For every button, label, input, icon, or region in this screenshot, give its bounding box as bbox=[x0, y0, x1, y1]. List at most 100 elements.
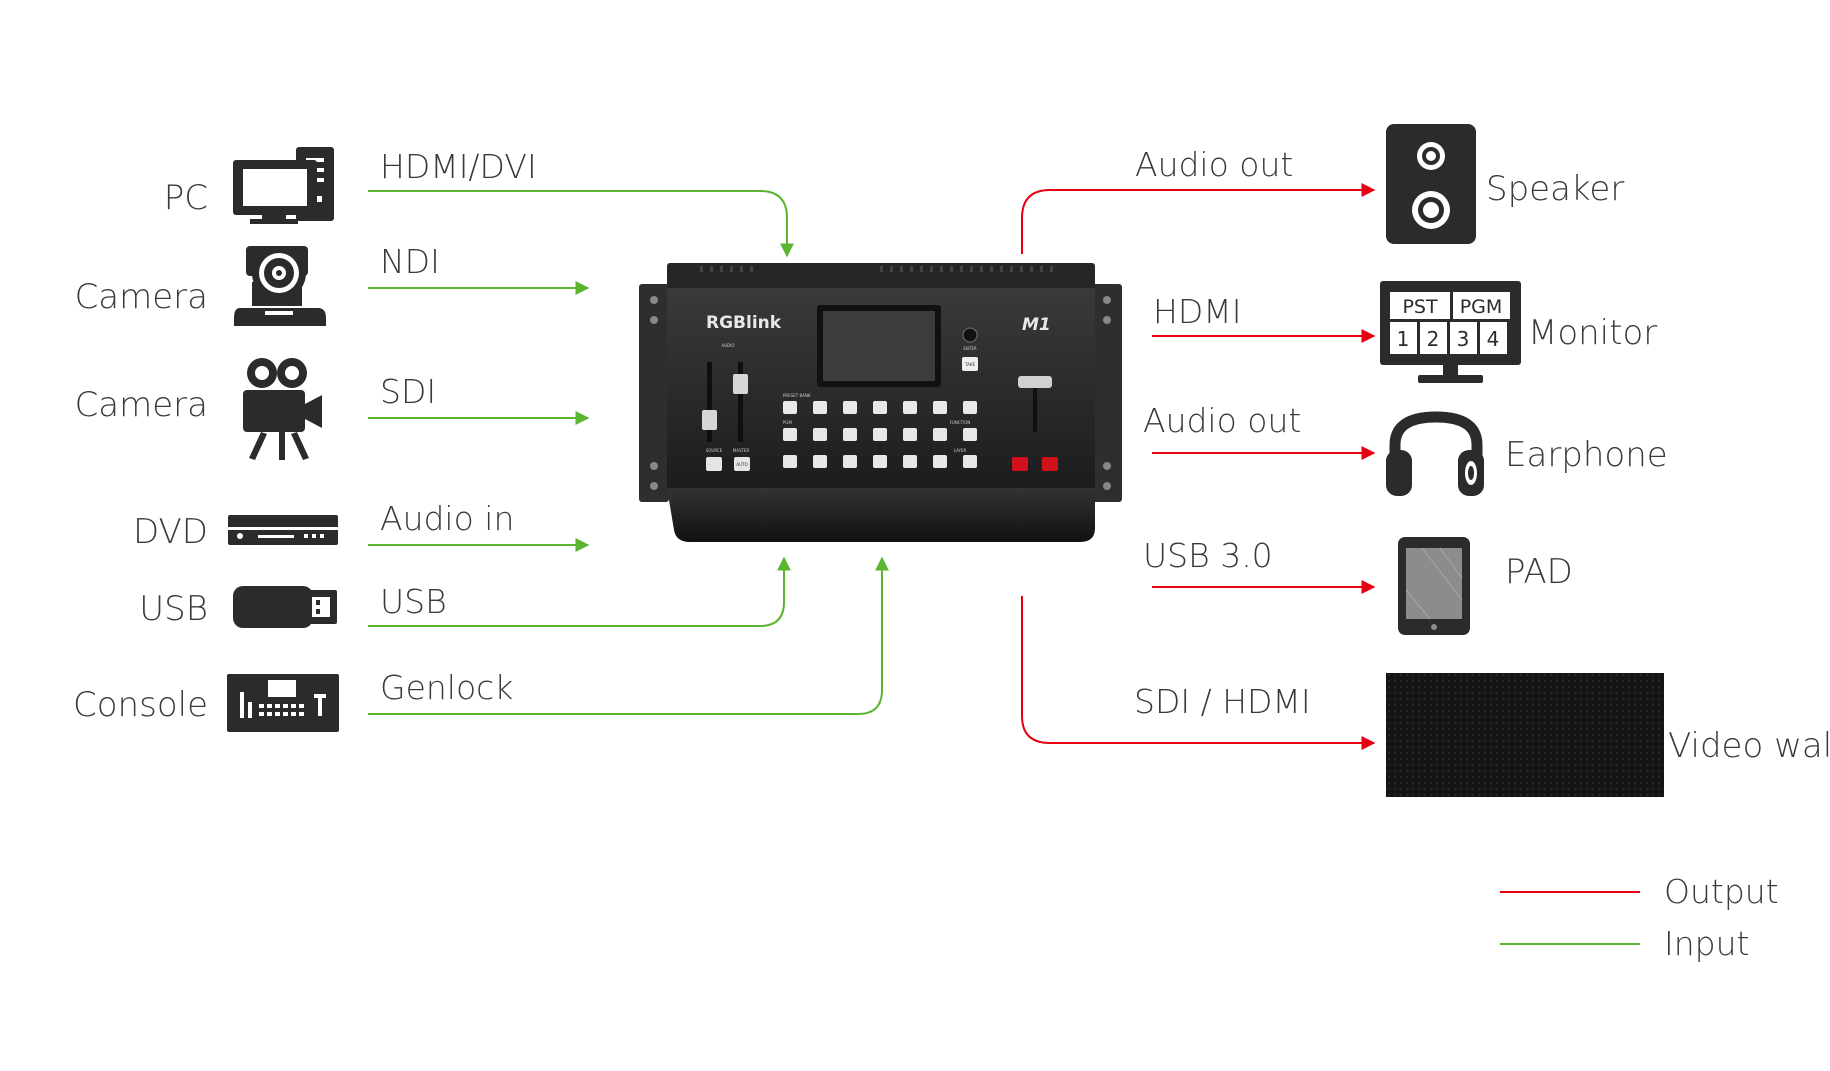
pgm-label: PGM bbox=[783, 420, 793, 425]
audio-out-speaker-line bbox=[1021, 183, 1376, 254]
usb-drive-icon bbox=[233, 586, 337, 628]
hdmi-dvi-line bbox=[368, 190, 794, 258]
output-signal-label-hdmi: HDMI bbox=[1153, 292, 1241, 331]
audio-button-1[interactable] bbox=[706, 457, 722, 471]
output-signal-label-usb3: USB 3.0 bbox=[1143, 536, 1273, 575]
function-button[interactable] bbox=[933, 428, 947, 441]
pgm-button[interactable] bbox=[843, 428, 857, 441]
input-device-label-camera-sdi: Camera bbox=[75, 385, 208, 425]
input-device-label-pc: PC bbox=[164, 178, 208, 218]
pst-button[interactable] bbox=[873, 455, 887, 468]
input-signal-label-audio-in: Audio in bbox=[380, 499, 514, 538]
preset-button[interactable] bbox=[813, 401, 827, 414]
output-signal-label-audio-out-speaker: Audio out bbox=[1135, 145, 1293, 184]
auto-button[interactable] bbox=[734, 457, 750, 471]
monitor-window-3-label: 3 bbox=[1457, 327, 1470, 351]
output-connections bbox=[1021, 183, 1376, 750]
enter-knob[interactable] bbox=[962, 327, 978, 343]
genlock-line bbox=[368, 556, 889, 715]
audio-label: AUDIO bbox=[721, 343, 734, 348]
output-device-label-video-wall: Video wall bbox=[1668, 726, 1830, 766]
t-bar-slot bbox=[1033, 378, 1037, 432]
input-device-label-camera-ndi: Camera bbox=[75, 277, 208, 317]
preset-button[interactable] bbox=[873, 401, 887, 414]
input-device-label-dvd: DVD bbox=[133, 512, 208, 552]
auto-label: AUTO bbox=[736, 462, 747, 467]
lcd-screen bbox=[823, 311, 935, 381]
input-device-label-usb: USB bbox=[139, 589, 208, 629]
input-labels: PC HDMI/DVI Camera NDI Camera SDI DVD Au… bbox=[73, 147, 537, 725]
legend: Output Input bbox=[1500, 872, 1779, 963]
pst-button[interactable] bbox=[843, 455, 857, 468]
preset-button[interactable] bbox=[933, 401, 947, 414]
input-device-label-console: Console bbox=[73, 685, 208, 725]
monitor-icon: PST PGM 1 2 3 4 bbox=[1380, 281, 1521, 383]
pst-button-row bbox=[783, 455, 977, 468]
legend-output-label: Output bbox=[1664, 872, 1779, 911]
input-signal-label-genlock: Genlock bbox=[380, 668, 513, 707]
preset-button[interactable] bbox=[903, 401, 917, 414]
input-signal-label-hdmi-dvi: HDMI/DVI bbox=[380, 147, 537, 186]
output-device-label-earphone: Earphone bbox=[1505, 435, 1668, 475]
output-device-label-monitor: Monitor bbox=[1528, 313, 1657, 353]
cut-button[interactable] bbox=[1012, 457, 1028, 471]
brand-logo: RGBlink bbox=[706, 313, 782, 333]
right-rack-ear bbox=[1092, 284, 1122, 502]
pgm-button[interactable] bbox=[903, 428, 917, 441]
preset-button-row bbox=[783, 401, 977, 414]
monitor-window-2-label: 2 bbox=[1427, 327, 1440, 351]
input-signal-label-usb: USB bbox=[380, 582, 447, 621]
input-signal-label-sdi: SDI bbox=[380, 372, 436, 411]
pc-icon bbox=[233, 147, 334, 224]
source-fader-slot bbox=[707, 362, 712, 442]
monitor-pgm-label: PGM bbox=[1460, 296, 1503, 318]
take-button[interactable] bbox=[962, 357, 978, 371]
pgm-button-row bbox=[783, 428, 977, 441]
auto-take-button[interactable] bbox=[1042, 457, 1058, 471]
function-label: FUNCTION bbox=[950, 420, 971, 425]
tablet-icon bbox=[1398, 537, 1470, 635]
take-label: TAKE bbox=[964, 362, 975, 367]
pst-button[interactable] bbox=[783, 455, 797, 468]
sdi-hdmi-output-line bbox=[1021, 596, 1376, 750]
left-rack-ear bbox=[639, 284, 669, 502]
usb-input-line bbox=[368, 556, 791, 627]
t-bar-handle[interactable] bbox=[1018, 376, 1052, 388]
pgm-button[interactable] bbox=[813, 428, 827, 441]
output-labels: Audio out Speaker HDMI Monitor Audio out… bbox=[1134, 145, 1830, 766]
ptz-camera-icon bbox=[234, 246, 326, 326]
pst-button[interactable] bbox=[903, 455, 917, 468]
master-fader-knob[interactable] bbox=[733, 374, 748, 394]
layer-button[interactable] bbox=[933, 455, 947, 468]
output-device-label-speaker: Speaker bbox=[1486, 169, 1624, 209]
preset-button[interactable] bbox=[963, 401, 977, 414]
console-icon bbox=[227, 674, 339, 732]
function-button[interactable] bbox=[963, 428, 977, 441]
led-wall-icon bbox=[1386, 673, 1664, 797]
master-label: MASTER bbox=[733, 448, 750, 453]
preset-button[interactable] bbox=[843, 401, 857, 414]
dvd-player-icon bbox=[228, 515, 338, 545]
pst-button[interactable] bbox=[813, 455, 827, 468]
front-lip bbox=[667, 488, 1095, 542]
input-connections bbox=[368, 190, 889, 715]
pgm-button[interactable] bbox=[783, 428, 797, 441]
layer-button[interactable] bbox=[963, 455, 977, 468]
master-fader-slot bbox=[738, 362, 743, 442]
preset-button[interactable] bbox=[783, 401, 797, 414]
rgblink-m1-switcher: RGBlink M1 ENTER TAKE AUDIO SOURCE MASTE… bbox=[639, 263, 1122, 542]
legend-input-label: Input bbox=[1664, 924, 1749, 963]
source-fader-knob[interactable] bbox=[702, 410, 717, 430]
layer-label: LAYER bbox=[954, 448, 967, 453]
enter-label: ENTER bbox=[963, 346, 976, 351]
monitor-window-4-label: 4 bbox=[1487, 327, 1500, 351]
pgm-button[interactable] bbox=[873, 428, 887, 441]
preset-bank-label: PRESET BANK bbox=[783, 393, 811, 398]
model-logo: M1 bbox=[1022, 315, 1051, 335]
source-label: SOURCE bbox=[706, 448, 723, 453]
output-signal-label-sdi-hdmi: SDI / HDMI bbox=[1134, 682, 1311, 721]
speaker-icon bbox=[1386, 124, 1476, 244]
headphones-icon bbox=[1386, 411, 1484, 496]
video-camera-icon bbox=[243, 358, 322, 460]
